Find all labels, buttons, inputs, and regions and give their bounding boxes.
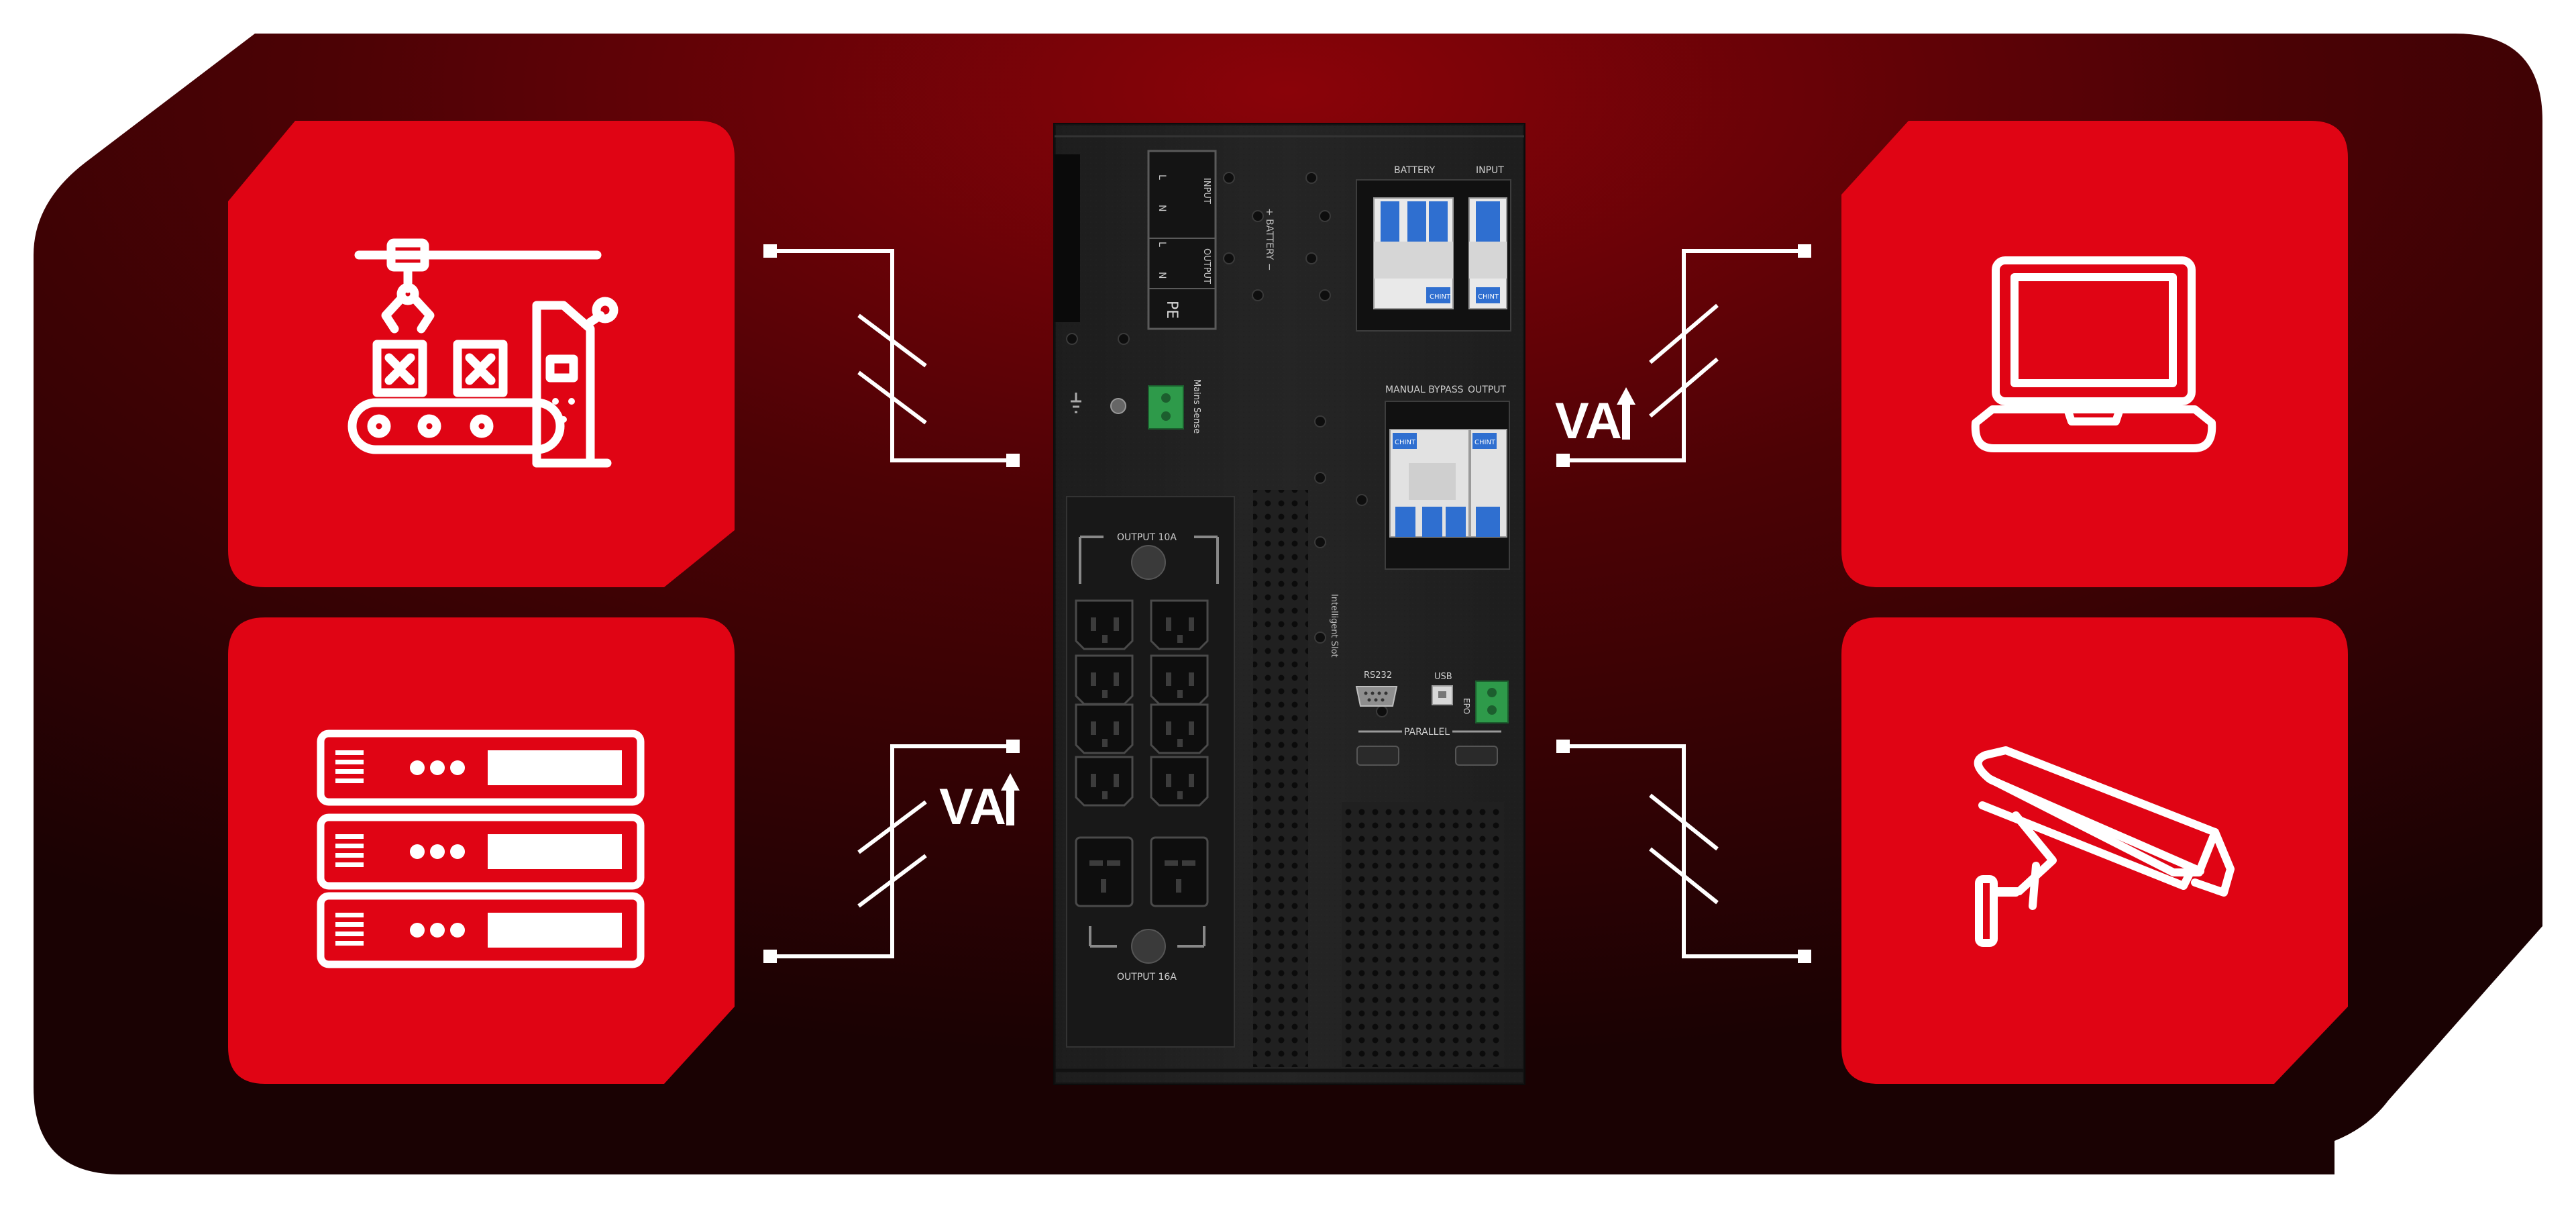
voltage-text: VA — [1555, 393, 1622, 450]
terminal-pe: PE — [1163, 301, 1180, 319]
ac-terminal-block: INPUT OUTPUT L N L N PE — [1147, 150, 1217, 330]
connector-node — [1006, 740, 1020, 753]
vent-grille — [1342, 802, 1504, 1067]
parallel-port — [1455, 746, 1498, 766]
connector-top-left — [770, 249, 1013, 462]
terminal-output-label: OUTPUT — [1201, 248, 1212, 284]
terminal-input-label: INPUT — [1201, 178, 1212, 204]
terminal-l: L — [1157, 242, 1167, 247]
breaker-brand: CHINT — [1430, 293, 1451, 301]
card-top-right — [1841, 121, 2348, 587]
connector-node — [1556, 454, 1570, 467]
output-10a-fuse — [1131, 545, 1166, 580]
terminal-l: L — [1157, 174, 1167, 180]
security-camera-icon — [1974, 746, 2235, 947]
input-breaker: CHINT — [1468, 197, 1507, 309]
usb-label: USB — [1434, 672, 1452, 682]
laptop-icon — [1971, 256, 2216, 452]
battery-connector-label: + BATTERY − — [1264, 208, 1275, 271]
manual-bypass-label: MANUAL BYPASS — [1385, 385, 1464, 395]
manual-bypass-breaker: CHINT — [1389, 429, 1470, 538]
intelligent-slot-label: Intelligent Slot — [1329, 594, 1339, 658]
connector-node — [1006, 454, 1020, 467]
battery-breaker-label: BATTERY — [1394, 165, 1436, 176]
c19-outlet-group — [1075, 836, 1209, 907]
rs232-label: RS232 — [1364, 670, 1392, 681]
connector-bottom-left — [770, 744, 1013, 958]
ups-rear-panel: INPUT OUTPUT L N L N PE + BATTERY − BATT… — [1053, 123, 1525, 1085]
output-16a-fuse — [1131, 929, 1166, 964]
voltage-label-right: VA — [1555, 387, 1635, 450]
c13-outlet-group — [1075, 599, 1209, 807]
terminal-n: N — [1157, 205, 1167, 211]
breaker-brand: CHINT — [1474, 439, 1496, 446]
connector-node — [763, 244, 777, 258]
input-breaker-label: INPUT — [1476, 165, 1504, 176]
connector-node — [1556, 740, 1570, 753]
factory-conveyor-robot-arm-icon — [347, 238, 619, 468]
card-bottom-left — [228, 617, 735, 1084]
connector-node — [1798, 244, 1811, 258]
voltage-text: VA — [939, 778, 1006, 836]
connector-top-right — [1563, 249, 1805, 462]
parallel-label: PARALLEL — [1404, 727, 1450, 738]
battery-breaker: CHINT — [1373, 197, 1454, 309]
mains-sense-terminal — [1148, 385, 1184, 430]
output-16a-label: OUTPUT 16A — [1117, 972, 1177, 983]
voltage-label-left: VA — [939, 773, 1020, 836]
rs232-port — [1355, 686, 1398, 707]
server-rack-icon — [317, 729, 645, 968]
connector-node — [763, 950, 777, 963]
epo-label: EPO — [1462, 698, 1471, 714]
epo-terminal — [1475, 681, 1509, 723]
mains-sense-label: Mains Sense — [1191, 379, 1201, 434]
breaker-brand: CHINT — [1395, 439, 1416, 446]
output-10a-label: OUTPUT 10A — [1117, 532, 1177, 543]
parallel-port — [1356, 746, 1399, 766]
ground-screw — [1071, 393, 1126, 414]
terminal-n: N — [1157, 272, 1167, 279]
bypass-output-label: OUTPUT — [1468, 385, 1507, 395]
connector-node — [1798, 950, 1811, 963]
connector-bottom-right — [1563, 744, 1805, 958]
output-breaker: CHINT — [1470, 429, 1507, 538]
vent-grille — [1253, 490, 1308, 1067]
breaker-brand: CHINT — [1478, 293, 1499, 301]
card-top-left — [228, 121, 735, 587]
